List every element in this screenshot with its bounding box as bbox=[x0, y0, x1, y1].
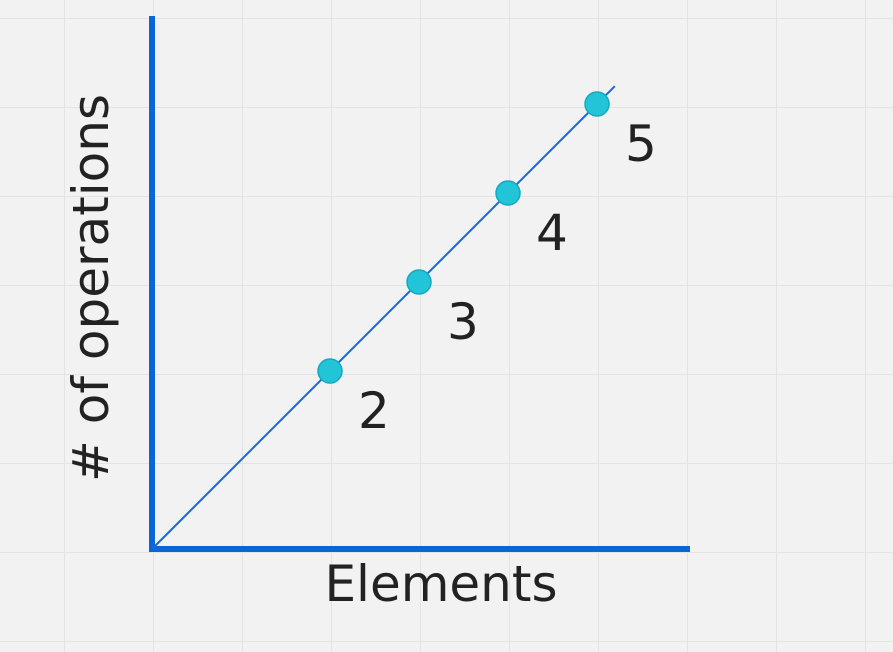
x-axis-title: Elements bbox=[324, 555, 557, 613]
point-label: 4 bbox=[536, 204, 568, 262]
point-label: 5 bbox=[625, 115, 657, 173]
trend-line bbox=[151, 85, 616, 550]
data-point bbox=[406, 269, 432, 295]
data-point bbox=[317, 358, 343, 384]
data-point bbox=[584, 91, 610, 117]
data-points-group bbox=[317, 91, 610, 384]
y-axis-title: # of operations bbox=[62, 94, 120, 482]
point-label: 2 bbox=[358, 382, 390, 440]
point-label: 3 bbox=[447, 293, 479, 351]
data-point bbox=[495, 180, 521, 206]
